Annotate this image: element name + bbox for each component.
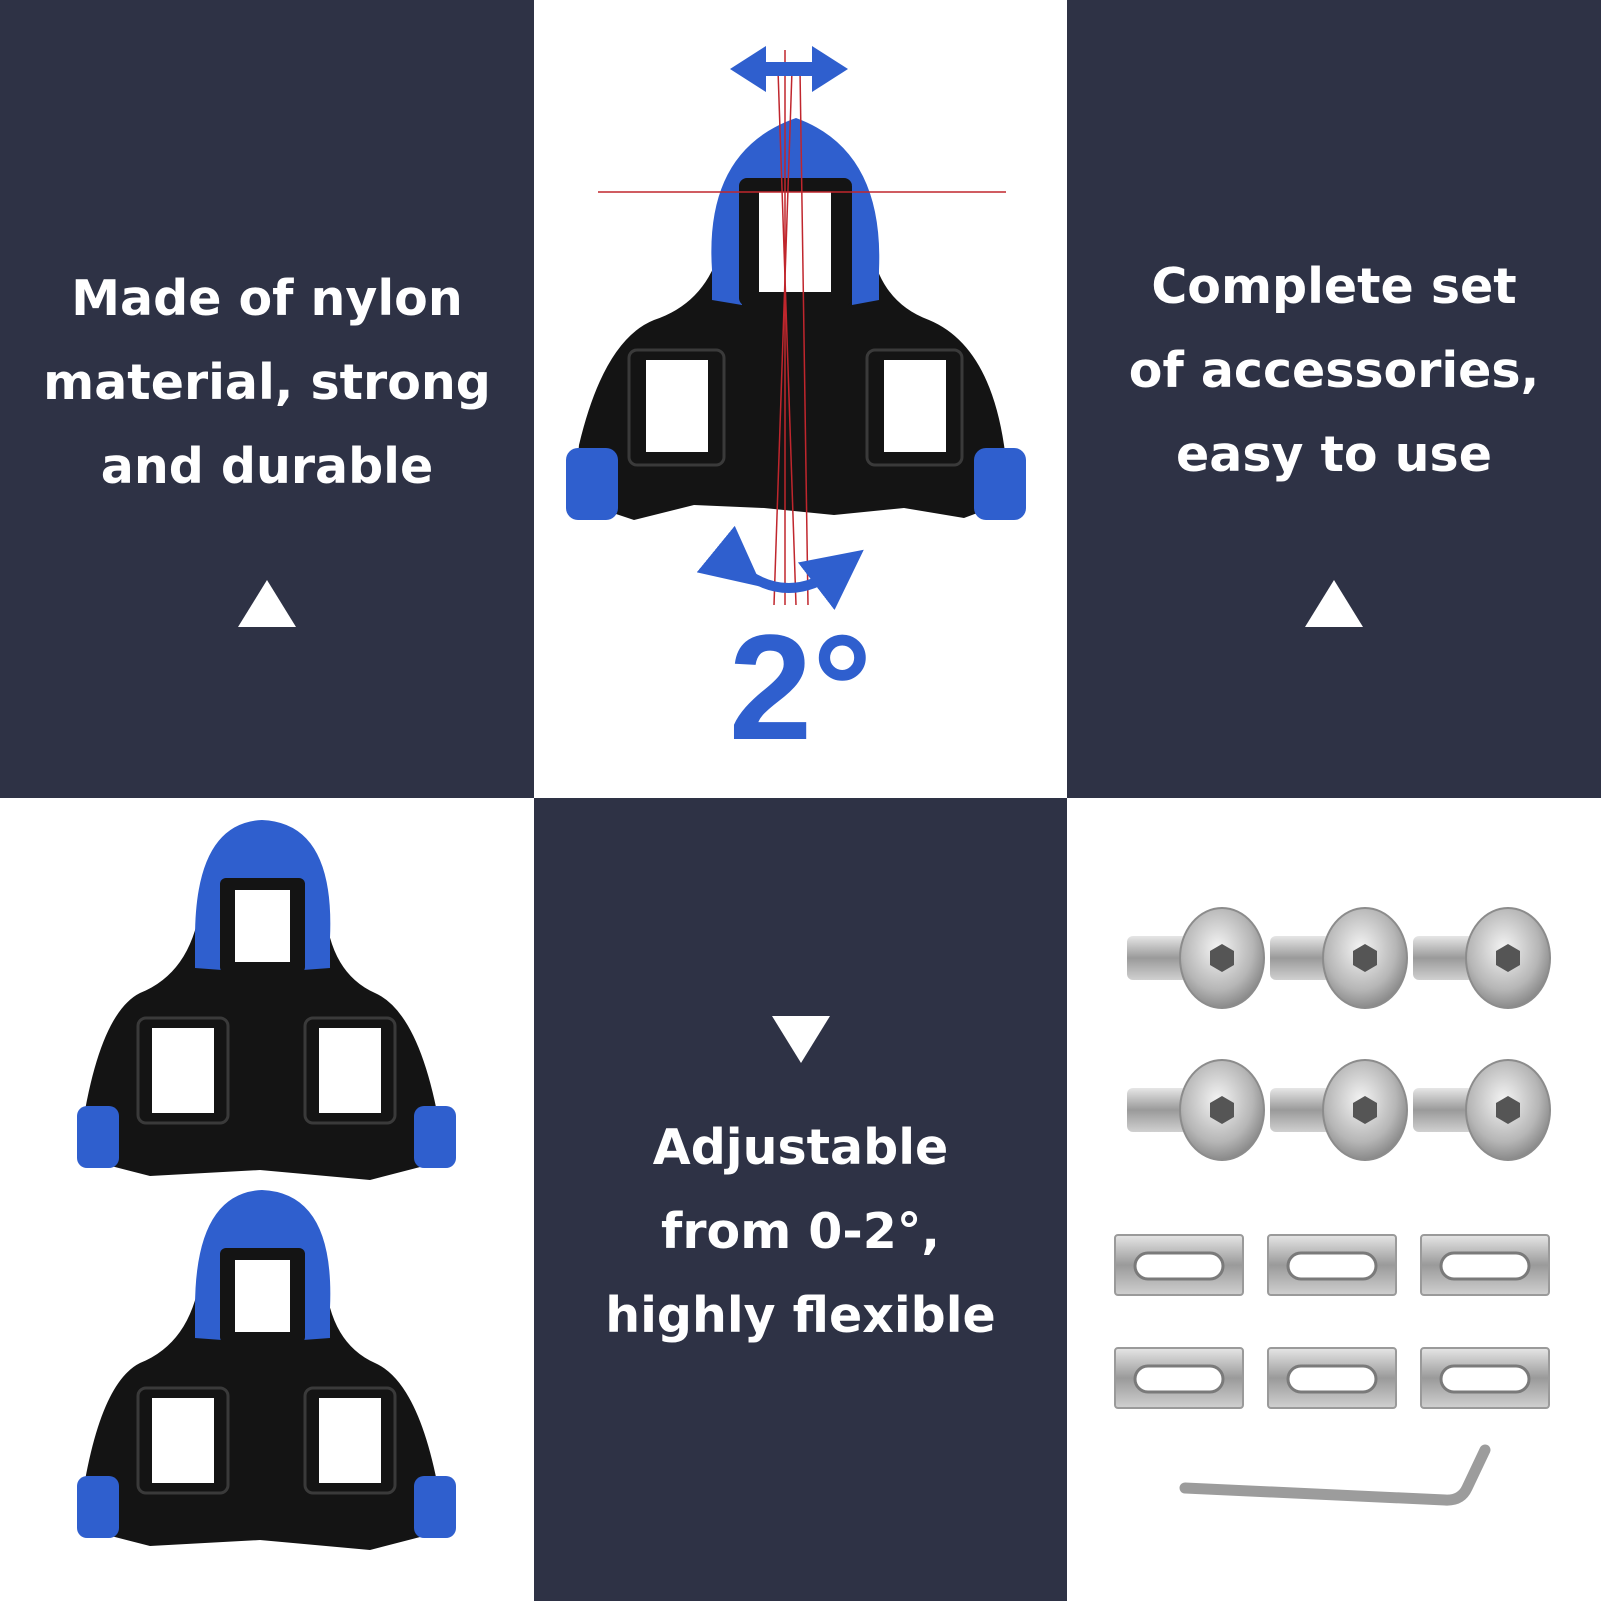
panel-cleat-pair [0, 798, 534, 1601]
accessories-line-1: Complete set [1151, 258, 1517, 315]
bolt-icon [1413, 907, 1551, 1009]
panel-angle-diagram: 2° [534, 0, 1067, 798]
material-line-2: material, strong [43, 354, 491, 411]
material-line-1: Made of nylon [71, 270, 463, 327]
hex-key-icon [1179, 1444, 1491, 1506]
cleat-icon [566, 118, 1026, 520]
adjustable-line-2: from 0-2°, [661, 1203, 940, 1260]
bolt-icon [1270, 907, 1408, 1009]
panel-hardware [1067, 798, 1601, 1601]
washer-icon [1114, 1234, 1244, 1296]
washer-icon [1420, 1234, 1550, 1296]
angle-guide-lines [598, 50, 1006, 606]
cleat-icon [77, 820, 456, 1180]
washer-icon [1267, 1347, 1397, 1409]
hardware-illustration [1114, 907, 1551, 1506]
panel-material: Made of nylon material, strong and durab… [0, 0, 534, 798]
angle-label: 2° [728, 603, 873, 771]
cleat-pair-illustration [77, 820, 456, 1550]
triangle-up-icon [1305, 580, 1363, 627]
bolt-icon [1413, 1059, 1551, 1161]
accessories-line-3: easy to use [1176, 426, 1492, 483]
adjustable-line-1: Adjustable [652, 1119, 949, 1176]
washer-icon [1114, 1347, 1244, 1409]
cleat-icon [77, 1190, 456, 1550]
washer-icon [1420, 1347, 1550, 1409]
bolt-icon [1270, 1059, 1408, 1161]
adjustable-caption: Adjustable from 0-2°, highly flexible [534, 1106, 1067, 1358]
adjustable-line-3: highly flexible [605, 1287, 996, 1344]
panel-adjustable: Adjustable from 0-2°, highly flexible [534, 798, 1067, 1601]
double-arrow-horizontal-icon [730, 46, 848, 92]
cleat-angle-illustration [566, 46, 1026, 611]
material-line-3: and durable [100, 438, 434, 495]
rotate-arrow-icon [696, 525, 864, 611]
panel-accessories: Complete set of accessories, easy to use [1067, 0, 1601, 798]
bolt-icon [1127, 1059, 1265, 1161]
triangle-down-icon [771, 1016, 830, 1063]
triangle-up-icon [238, 580, 296, 627]
accessories-line-2: of accessories, [1128, 342, 1540, 399]
accessories-caption: Complete set of accessories, easy to use [1067, 245, 1601, 497]
washer-icon [1267, 1234, 1397, 1296]
bolt-icon [1127, 907, 1265, 1009]
material-caption: Made of nylon material, strong and durab… [0, 257, 534, 509]
